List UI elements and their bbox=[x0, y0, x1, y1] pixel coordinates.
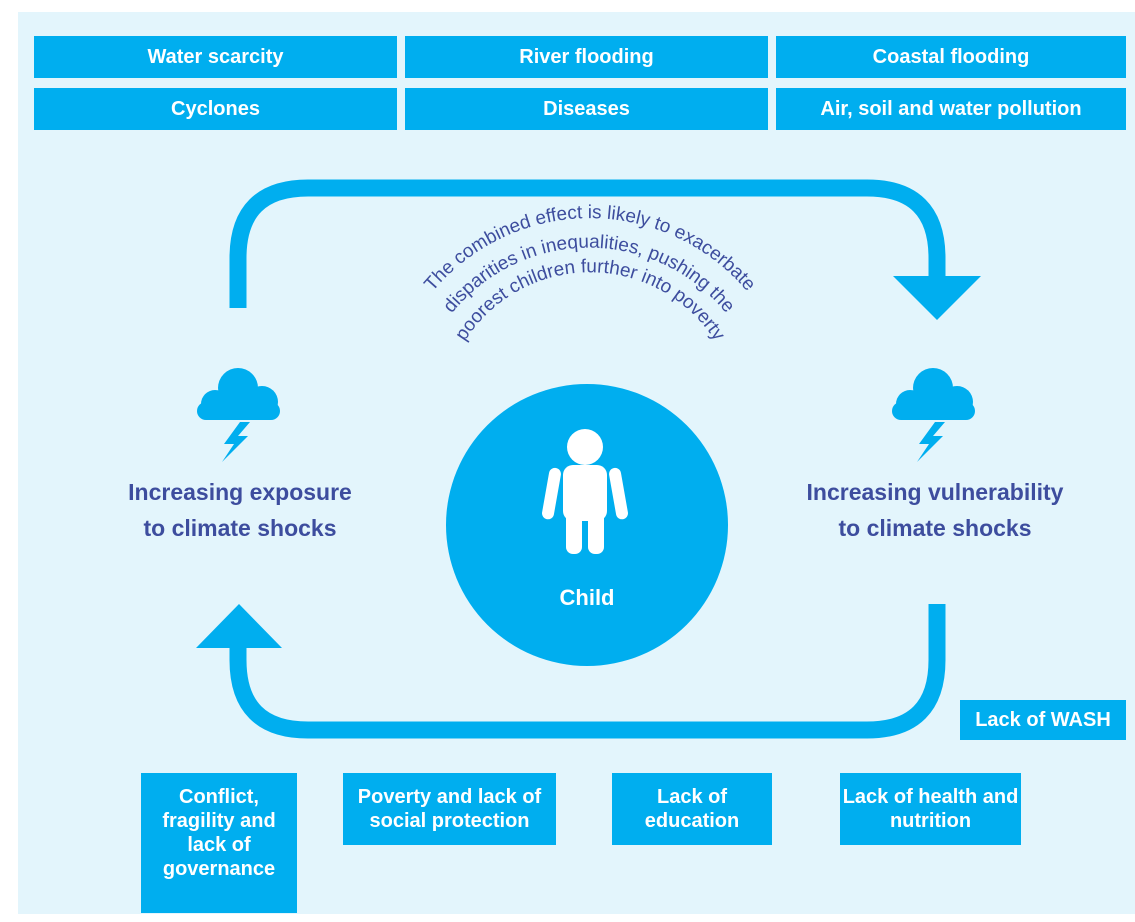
arrowhead-up bbox=[196, 604, 282, 648]
child-circle bbox=[446, 384, 728, 666]
factor-lack-of-health-nutrition: Lack of health and nutrition bbox=[840, 773, 1021, 845]
hazard-cyclones: Cyclones bbox=[34, 88, 397, 130]
exposure-label: Increasing exposure to climate shocks bbox=[90, 474, 390, 546]
cycle-arrow-top bbox=[229, 179, 946, 308]
hazard-water-scarcity: Water scarcity bbox=[34, 36, 397, 78]
hazard-diseases: Diseases bbox=[405, 88, 768, 130]
vulnerability-label-line-1: Increasing vulnerability bbox=[806, 479, 1064, 505]
exposure-label-line-1: Increasing exposure bbox=[128, 479, 352, 505]
arrowhead-down bbox=[893, 276, 981, 320]
hazard-coastal-flooding: Coastal flooding bbox=[776, 36, 1126, 78]
child-label: Child bbox=[559, 585, 615, 610]
exposure-label-line-2: to climate shocks bbox=[143, 515, 337, 541]
factor-conflict-fragility-governance: Conflict, fragility and lack of governan… bbox=[141, 773, 297, 913]
vulnerability-label: Increasing vulnerability to climate shoc… bbox=[770, 474, 1100, 546]
factor-poverty-social-protection: Poverty and lack of social protection bbox=[343, 773, 556, 845]
child-icon bbox=[542, 429, 628, 554]
cycle-arrow-bottom bbox=[229, 604, 946, 739]
hazard-pollution: Air, soil and water pollution bbox=[776, 88, 1126, 130]
factor-lack-of-wash: Lack of WASH bbox=[960, 700, 1126, 740]
storm-cloud-icon-right bbox=[892, 368, 975, 462]
vulnerability-label-line-2: to climate shocks bbox=[838, 515, 1032, 541]
factor-lack-of-education: Lack of education bbox=[612, 773, 772, 845]
storm-cloud-icon-left bbox=[197, 368, 280, 462]
hazard-river-flooding: River flooding bbox=[405, 36, 768, 78]
